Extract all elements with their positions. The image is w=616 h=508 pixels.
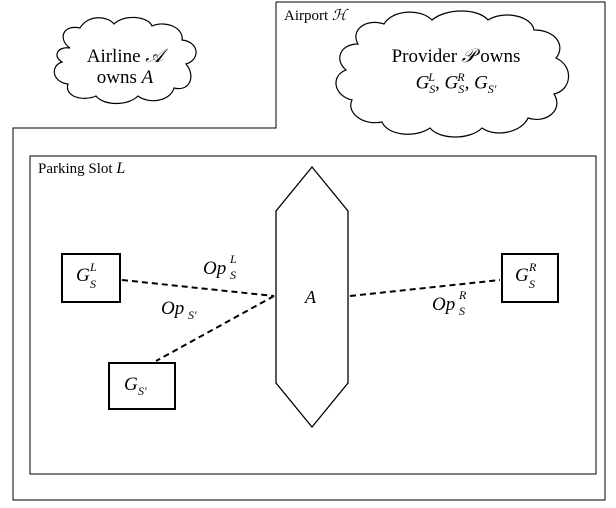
gsp-sub: S′ — [138, 384, 147, 398]
ground-unit-left-box — [61, 253, 121, 303]
provider-owns-word: owns — [480, 46, 521, 67]
airline-word: Airline — [86, 46, 141, 67]
operation-link-sprime — [155, 295, 275, 362]
airport-symbol: ℋ — [331, 6, 347, 24]
airline-symbol: 𝒜 — [145, 45, 164, 67]
opsp-base: Op — [161, 298, 185, 319]
parking-slot-boundary — [29, 155, 597, 475]
opr-sub: S — [459, 304, 465, 318]
airport-boundary — [12, 1, 606, 501]
airport-word: Airport — [284, 8, 329, 24]
g-left-base: G — [415, 72, 430, 94]
opl-base: Op — [203, 258, 227, 279]
comma-1: , — [434, 72, 440, 94]
aircraft-label: A — [305, 287, 316, 307]
provider-cloud-text: Provider 𝒫 owns GSL, GSR, GS′ — [366, 46, 546, 100]
ground-unit-sprime-box — [108, 362, 176, 410]
gr-sub: S — [529, 277, 535, 291]
airline-cloud-text: Airline 𝒜 owns A — [70, 45, 180, 89]
opl-sup: L — [230, 252, 237, 266]
opr-sup: R — [459, 288, 467, 302]
ground-unit-right-box — [501, 253, 559, 303]
g-left-sub: S — [429, 82, 436, 97]
opl-sub: S — [230, 268, 236, 282]
provider-word: Provider — [391, 46, 458, 67]
g-sprime-base: G — [474, 72, 488, 94]
gl-sub: S — [90, 277, 96, 291]
parking-slot-label: Parking Slot L — [38, 160, 125, 178]
airport-label: Airport ℋ — [284, 6, 347, 25]
gsp-base: G — [124, 374, 138, 395]
parking-slot-word: Parking Slot — [38, 161, 113, 177]
parking-slot-symbol: L — [116, 160, 126, 177]
g-right-sub: S — [458, 82, 465, 97]
gl-base: G — [76, 265, 90, 286]
owns-word: owns — [96, 67, 137, 88]
gr-sup: R — [529, 260, 537, 274]
g-right-base: G — [444, 72, 459, 94]
opr-base: Op — [432, 294, 456, 315]
g-right-sup: R — [457, 70, 465, 84]
aircraft-shape — [275, 165, 349, 429]
g-left-sup: L — [428, 70, 435, 84]
g-sprime-sub: S′ — [487, 82, 497, 97]
operation-link-left — [121, 279, 275, 297]
comma-2: , — [464, 72, 470, 94]
airline-cloud — [53, 16, 197, 105]
provider-symbol: 𝒫 — [461, 45, 476, 67]
operation-link-right — [349, 279, 501, 297]
opsp-sub: S′ — [188, 308, 197, 322]
aircraft-symbol: A — [141, 67, 154, 88]
gl-sup: L — [90, 260, 97, 274]
provider-owned-units: GSL, GSR, GS′ — [366, 67, 546, 100]
gr-base: G — [515, 265, 529, 286]
provider-cloud — [335, 10, 570, 138]
